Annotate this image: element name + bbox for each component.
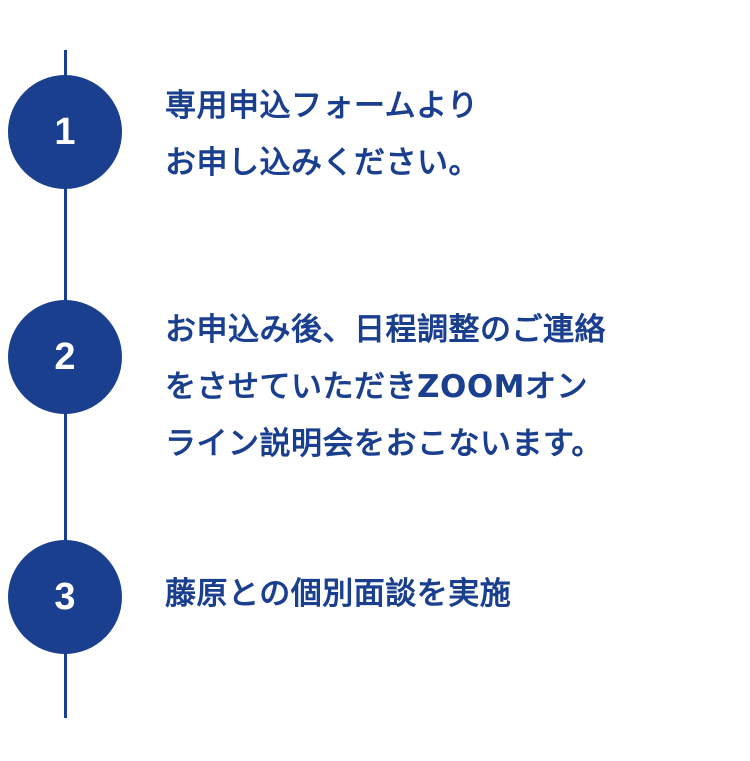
step-number: 3 [54,575,76,618]
step-description-line: お申し込みください。 [165,145,480,181]
step-description: お申込み後、日程調整のご連絡 をさせていただきZOOMオン ライン説明会をおこな… [165,302,725,473]
step-number-badge: 1 [8,75,122,189]
step-number: 2 [54,335,76,378]
step-description: 藤原との個別面談を実施 [165,566,725,623]
step-number: 1 [54,110,76,153]
step-description-line: 専用申込フォームより [165,88,479,124]
step-description-line: お申込み後、日程調整のご連絡 [165,312,606,348]
step-description-line: ライン説明会をおこないます。 [165,426,603,462]
step-description-line: をさせていただきZOOMオン [165,369,589,405]
step-number-badge: 3 [8,540,122,654]
step-description: 専用申込フォームより お申し込みください。 [165,78,725,192]
step-number-badge: 2 [8,300,122,414]
step-description-line: 藤原との個別面談を実施 [165,576,512,612]
